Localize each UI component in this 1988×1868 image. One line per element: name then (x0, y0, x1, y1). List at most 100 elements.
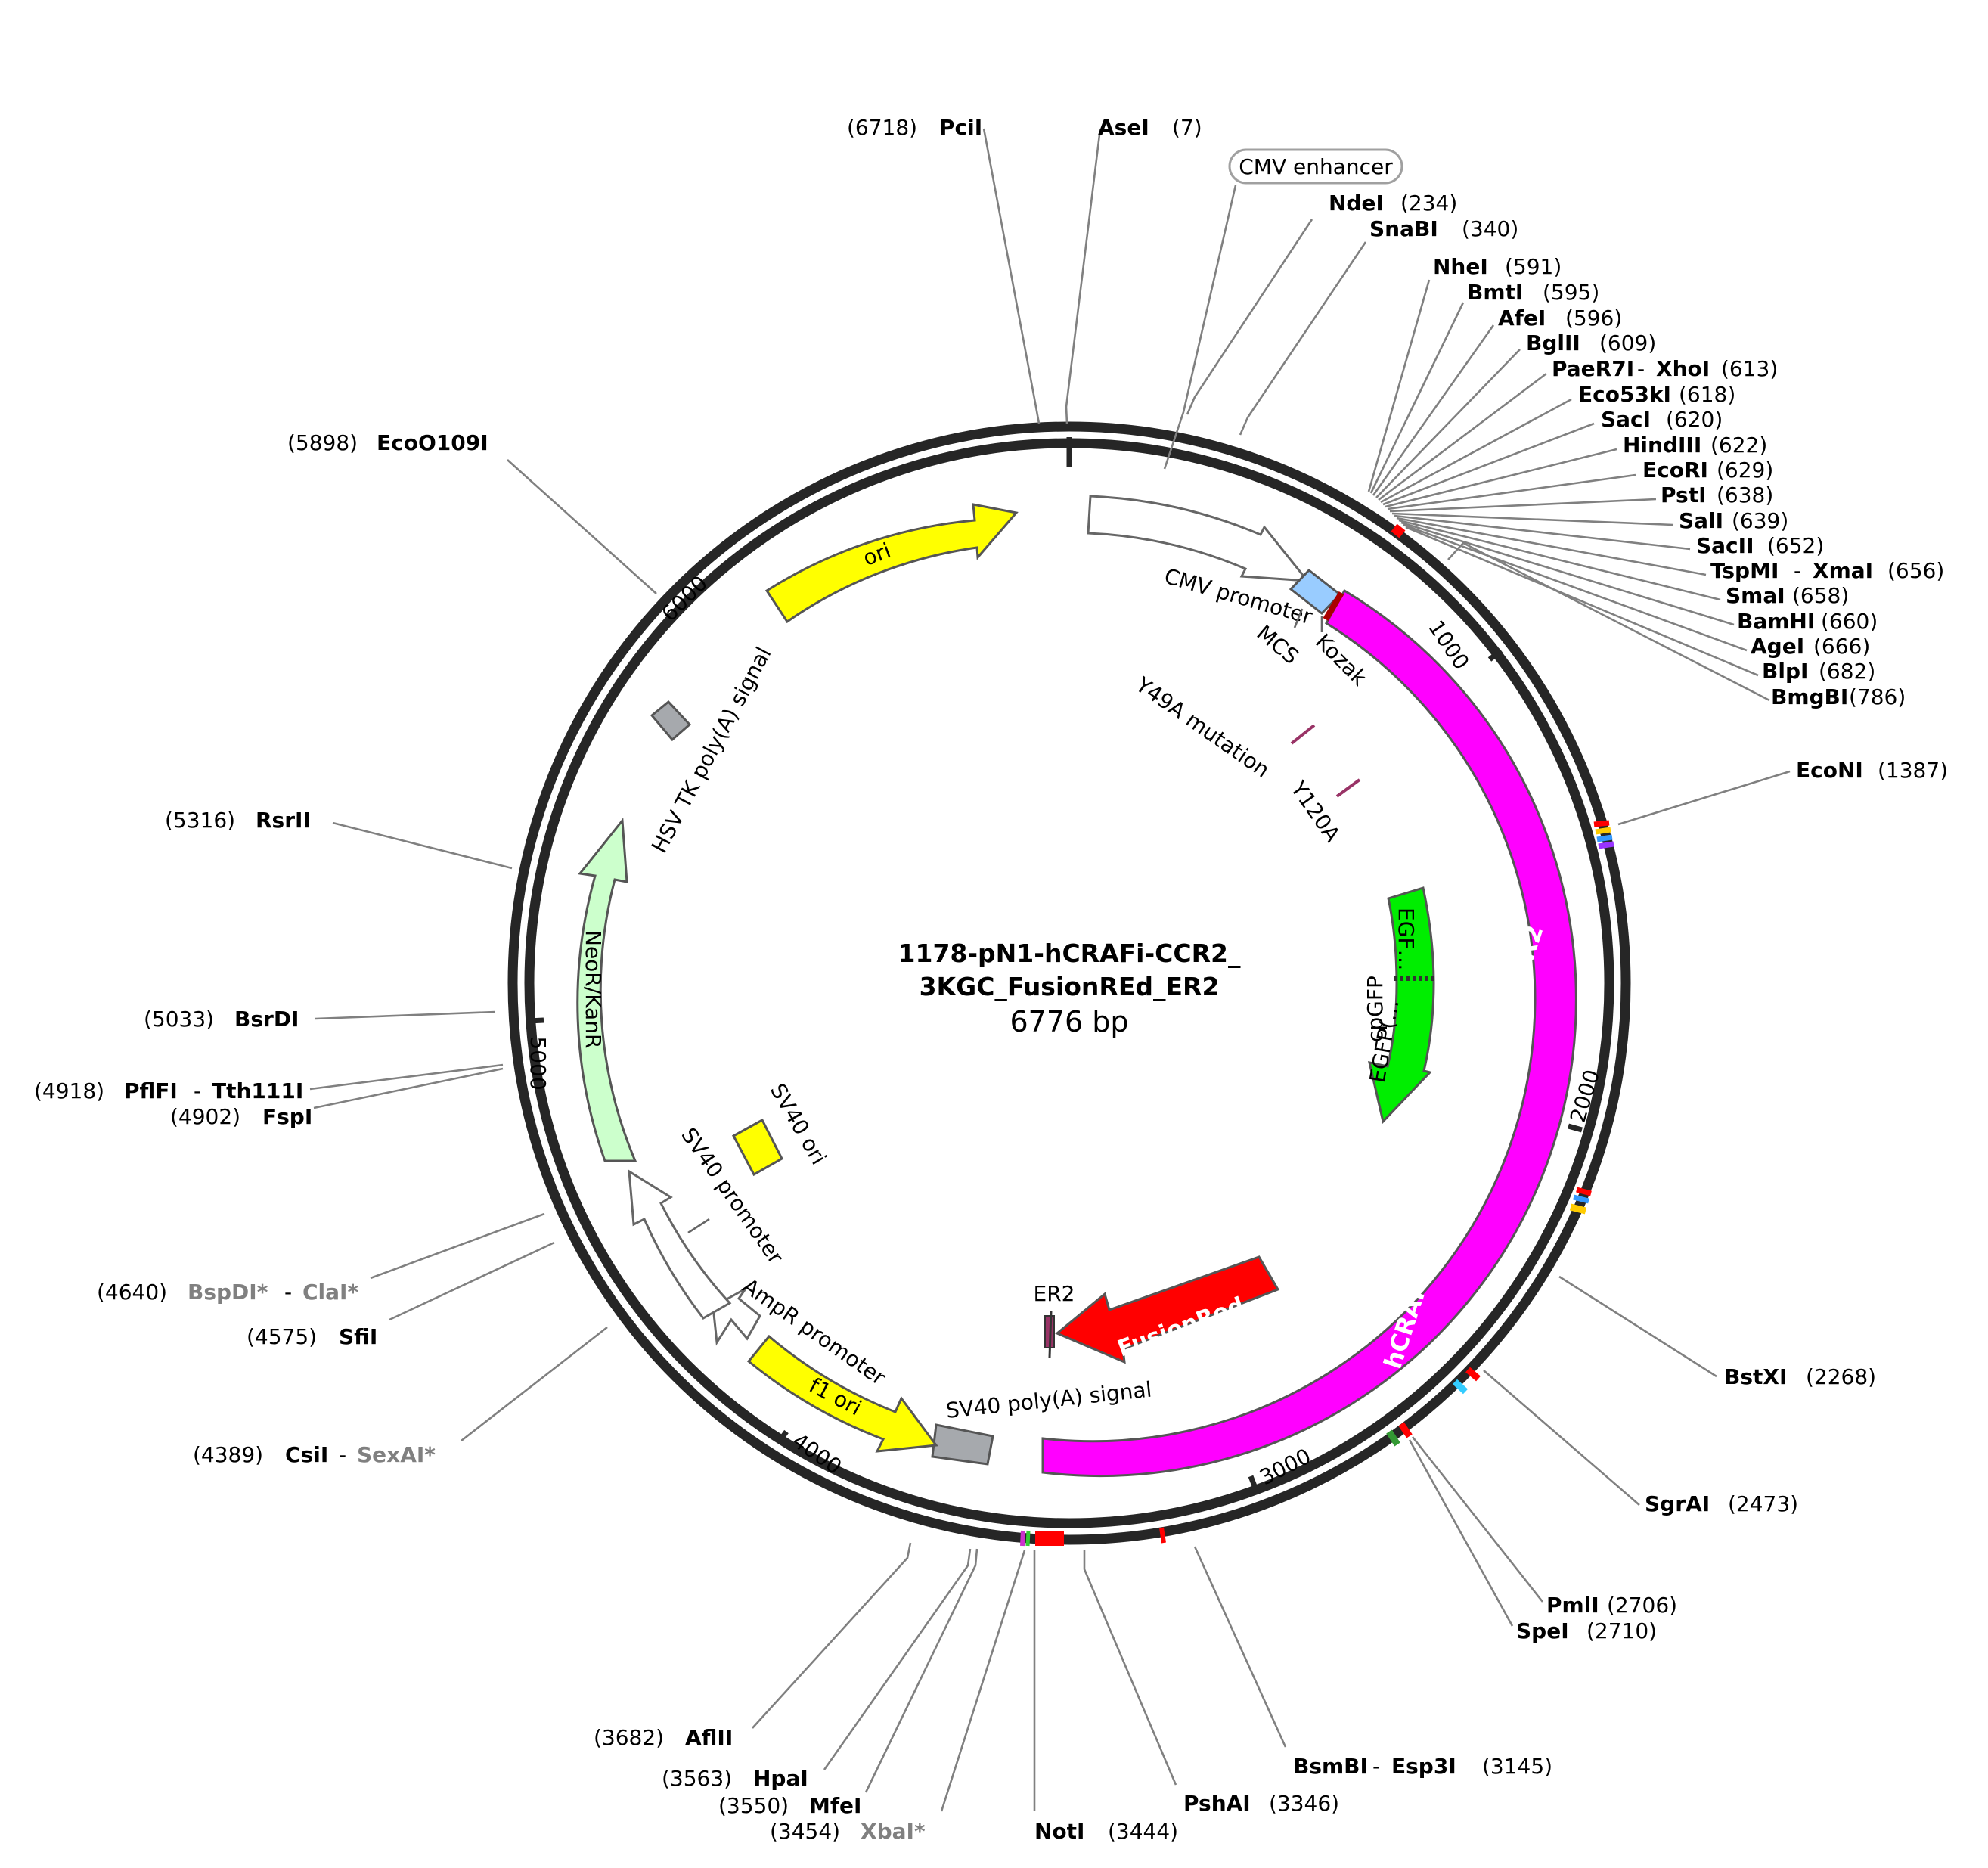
egfp-part-a: EGF… (1394, 908, 1419, 971)
plasmid-name-line1: 1178-pN1-hCRAFi-CCR2_ (898, 939, 1241, 968)
site-pcii: (6718)PciI (847, 115, 982, 140)
site-noti: NotI(3444) (1034, 1819, 1178, 1844)
neor-kanr-label: NeoR/KanR (581, 930, 606, 1048)
sv40-promoter-arrow (628, 1169, 732, 1320)
sv40-polya-label: SV40 poly(A) signal (944, 1377, 1152, 1423)
tick-5000 (528, 1017, 544, 1024)
leader-sgrai (1483, 1370, 1640, 1506)
cmv-promoter-arrow (1087, 495, 1310, 582)
leader-bstxi (1558, 1275, 1717, 1378)
site-ndei: NdeI(234) (1329, 191, 1457, 216)
site-fspi: (4902)FspI (170, 1104, 312, 1129)
site-afei: AfeI(596) (1498, 306, 1622, 330)
site-hpai: (3563)HpaI (662, 1766, 808, 1791)
mark-econi-4 (1598, 841, 1614, 849)
mark-bstxi-1 (1576, 1187, 1592, 1196)
mark-pmli-2 (1386, 1429, 1400, 1447)
site-agei: AgeI(666) (1751, 634, 1870, 659)
mark-pmli-1 (1398, 1422, 1413, 1438)
mark-econi-3 (1596, 834, 1613, 842)
cmv-enhancer-box (1228, 148, 1403, 185)
mark-econi-2 (1595, 827, 1611, 835)
site-bmti: BmtI(595) (1467, 280, 1599, 305)
mark-bstxi-3 (1569, 1203, 1587, 1215)
mark-econi-1 (1593, 820, 1610, 827)
leader-econi (1617, 770, 1791, 826)
leader-bspdi (370, 1212, 545, 1280)
leader-mfei (864, 1548, 978, 1793)
mark-xbai-1 (1020, 1530, 1025, 1547)
tick-label-5000: 5000 (526, 1036, 550, 1090)
site-xbai: (3454)XbaI* (770, 1819, 926, 1844)
site-labels: (6718)PciI AseI(7) NdeI(234) SnaBI(340) … (34, 115, 1948, 1844)
er2-label: ER2 (1034, 1281, 1075, 1306)
hsv-tk-polya-label: HSV TK poly(A) signal (647, 643, 776, 857)
neor-kanr-arrow (576, 818, 637, 1162)
leader-paer7i (1378, 372, 1547, 501)
leader-asei (1065, 128, 1102, 424)
mark-bstxi-2 (1573, 1194, 1589, 1204)
site-tspmi: TspMI-XmaI(656) (1710, 558, 1944, 583)
leader-hindiii (1385, 448, 1617, 508)
leader-pcii (982, 128, 1041, 424)
site-bglii: BglII(609) (1526, 330, 1656, 355)
leader-pflfi (309, 1063, 504, 1091)
site-sali: SalI(639) (1679, 508, 1788, 533)
leader-bmti (1369, 302, 1465, 494)
mcs-leader (1293, 608, 1304, 628)
tick-6000 (706, 569, 721, 585)
leader-aflii (752, 1542, 912, 1729)
plasmid-name-line2: 3KGC_FusionREd_ER2 (920, 972, 1220, 1001)
features: CMV enhancer CMV promoter MCS Kozak hCRA… (576, 148, 1577, 1477)
fusion-orf-arc (1041, 588, 1577, 1477)
site-bstxi: BstXI(2268) (1724, 1364, 1876, 1389)
leader-pshai (1083, 1550, 1177, 1786)
site-blpi: BlpI(682) (1762, 659, 1875, 684)
leader-eco53ki (1380, 398, 1572, 504)
fusionred-arrow (1055, 1255, 1280, 1364)
site-hindiii: HindIII(622) (1623, 433, 1767, 458)
backbone-site-marks (1020, 523, 1614, 1547)
site-eco53ki: Eco53kI(618) (1578, 382, 1735, 407)
leader-bglii (1375, 349, 1521, 498)
mark-bsmbi (1159, 1527, 1166, 1544)
site-aflii: (3682)AflII (594, 1725, 733, 1750)
mark-sgrai-2 (1452, 1379, 1469, 1395)
site-bmgbi: BmgBI(786) (1771, 684, 1906, 709)
leader-sali (1391, 512, 1674, 526)
er2-leader (1048, 1310, 1053, 1358)
y120a-label: Y120A (1286, 776, 1345, 846)
leader-nhei (1367, 279, 1431, 492)
leader-smai (1398, 519, 1721, 601)
site-leaders (309, 128, 1791, 1812)
y49a-label: Y49A mutation (1130, 672, 1274, 783)
site-pflfi: (4918)PflFI-Tth111I (34, 1078, 303, 1103)
site-spei: SpeI(2710) (1516, 1618, 1657, 1643)
site-sgrai: SgrAI(2473) (1645, 1491, 1798, 1516)
site-saci: SacI(620) (1601, 407, 1723, 432)
plasmid-title-block: 1178-pN1-hCRAFi-CCR2_ 3KGC_FusionREd_ER2… (898, 939, 1241, 1038)
leader-eco0109i (507, 459, 657, 594)
leader-csii (461, 1326, 608, 1442)
site-bamhi: BamHI(660) (1737, 609, 1878, 634)
leader-ndei (1186, 219, 1313, 415)
site-eco0109i: (5898)EcoO109I (287, 430, 488, 455)
site-asei: AseI(7) (1098, 115, 1202, 140)
leader-rsrii (332, 821, 513, 870)
site-nhei: NheI(591) (1433, 254, 1562, 279)
leader-bmgbi (1447, 541, 1770, 702)
sv40-polya-box (931, 1423, 994, 1466)
kozak-box (1289, 568, 1342, 616)
fusion-orf-start-mark (1323, 591, 1344, 622)
sv40-promoter-leader (687, 1218, 710, 1234)
leader-spei (1408, 1439, 1514, 1627)
leader-sacii (1394, 514, 1691, 551)
tick-1000 (1487, 648, 1503, 662)
egfp-arrow (1368, 886, 1435, 1125)
leader-afei (1372, 324, 1495, 496)
tick-2000 (1568, 1123, 1583, 1133)
leader-xbai (940, 1550, 1026, 1812)
mark-sgrai-1 (1465, 1367, 1481, 1382)
cmv-enhancer-label: CMV enhancer (1239, 154, 1393, 179)
